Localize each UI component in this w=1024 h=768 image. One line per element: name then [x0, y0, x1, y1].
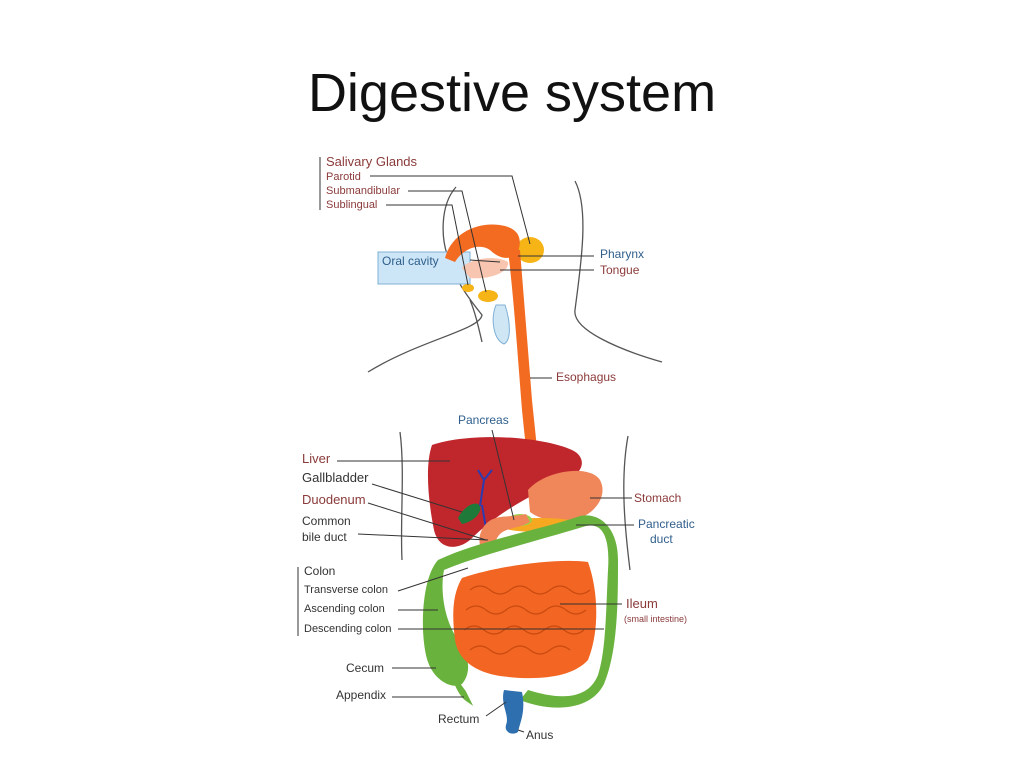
label-colon: Colon: [304, 564, 335, 578]
label-anus: Anus: [526, 728, 553, 742]
body-outline: [367, 180, 663, 571]
label-common-bile-duct-line2: bile duct: [302, 530, 347, 544]
small-intestine-shape: [453, 560, 597, 679]
tongue-shape: [462, 258, 509, 279]
label-transverse-colon: Transverse colon: [304, 584, 388, 596]
appendix-shape: [453, 678, 474, 706]
label-oral-cavity: Oral cavity: [382, 254, 439, 268]
trachea-shape: [492, 304, 510, 345]
small-intestine-folds: [463, 585, 591, 655]
label-esophagus: Esophagus: [556, 370, 616, 384]
label-pancreatic-duct-line2: duct: [650, 532, 673, 546]
label-ascending-colon: Ascending colon: [304, 603, 385, 615]
label-sublingual: Sublingual: [326, 199, 377, 211]
label-submandibular: Submandibular: [326, 185, 400, 197]
label-cecum: Cecum: [346, 661, 384, 675]
pharynx-shape: [445, 224, 520, 262]
label-rectum: Rectum: [438, 712, 479, 726]
stomach-shape: [528, 470, 603, 521]
gallbladder-shape: [458, 503, 481, 524]
label-pharynx: Pharynx: [600, 247, 644, 261]
label-descending-colon: Descending colon: [304, 623, 391, 635]
label-salivary-glands: Salivary Glands: [326, 154, 418, 169]
colon-shape: [422, 515, 618, 708]
label-ileum-note: (small intestine): [624, 614, 687, 624]
leader-lines: [297, 157, 634, 733]
label-appendix: Appendix: [336, 688, 386, 702]
rectum-shape: [503, 690, 524, 734]
label-pancreatic-duct-line1: Pancreatic: [638, 517, 695, 531]
label-tongue: Tongue: [600, 263, 640, 277]
label-pancreas: Pancreas: [458, 413, 509, 427]
label-liver: Liver: [302, 451, 331, 466]
esophagus-shape: [508, 250, 540, 500]
label-ileum: Ileum: [626, 596, 658, 611]
bile-duct-shape: [477, 469, 493, 541]
label-gallbladder: Gallbladder: [302, 470, 369, 485]
slide-title: Digestive system: [307, 63, 717, 123]
label-parotid: Parotid: [326, 171, 361, 183]
label-stomach: Stomach: [634, 491, 681, 505]
label-duodenum: Duodenum: [302, 492, 366, 507]
label-common-bile-duct-line1: Common: [302, 514, 351, 528]
